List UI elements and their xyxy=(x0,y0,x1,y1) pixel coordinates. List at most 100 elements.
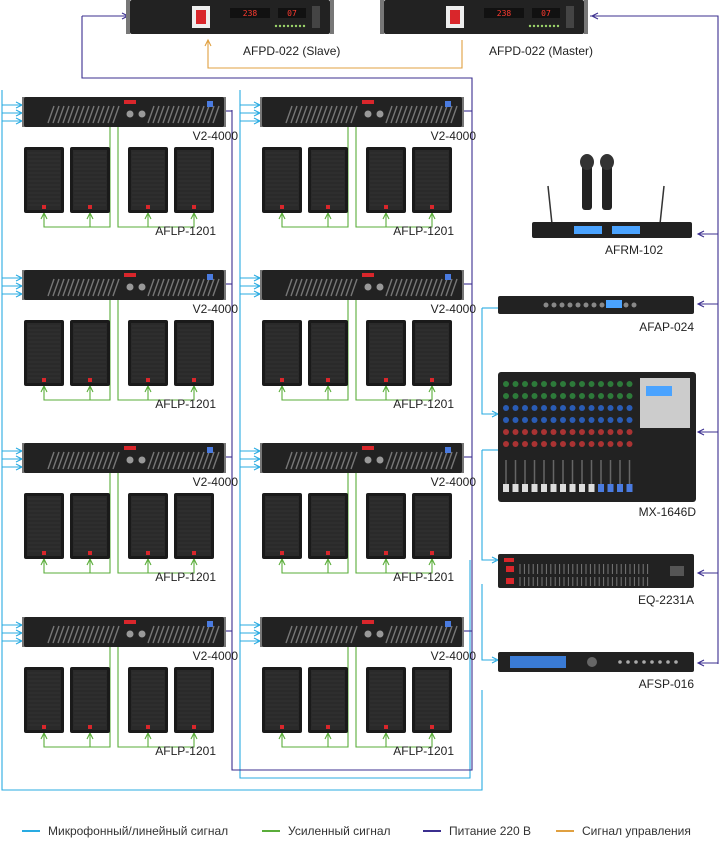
vent-slot xyxy=(425,451,433,470)
brand-logo xyxy=(124,620,136,624)
vent-slot xyxy=(330,105,338,124)
gain-knob-icon xyxy=(364,110,372,118)
vent-slot xyxy=(415,278,423,297)
vent-slot xyxy=(102,278,110,297)
vent-slot xyxy=(162,451,170,470)
speaker-7-2 xyxy=(70,667,110,733)
display-b xyxy=(278,8,306,18)
amplifier-4 xyxy=(260,270,464,300)
vent-slot xyxy=(285,451,293,470)
amplified-wire xyxy=(117,647,195,748)
amplifier-label: V2-4000 xyxy=(193,475,239,489)
equalizer xyxy=(498,554,694,588)
vent-slot xyxy=(212,278,220,297)
speaker-label: AFLP-1201 xyxy=(155,224,216,238)
vent-slot xyxy=(450,105,458,124)
channel-led xyxy=(290,24,294,28)
amplified-wire xyxy=(355,300,433,401)
vent-slot xyxy=(390,625,398,644)
vent-slot xyxy=(435,105,443,124)
vent-slot xyxy=(177,278,185,297)
mixer-knob-icon xyxy=(617,405,623,411)
eq-power-switch xyxy=(670,566,684,576)
vent-slot xyxy=(197,278,205,297)
vent-slot xyxy=(410,451,418,470)
speaker-logo xyxy=(430,378,434,382)
vent-slot xyxy=(350,105,358,124)
speaker-logo xyxy=(326,551,330,555)
preamp-knob-icon xyxy=(543,302,549,308)
vent-slot xyxy=(405,105,413,124)
vent-slot xyxy=(430,105,438,124)
speaker-logo xyxy=(192,378,196,382)
power-button-icon xyxy=(445,447,451,453)
vent-slot xyxy=(295,105,303,124)
arrow xyxy=(696,300,705,308)
mixer-knob-icon xyxy=(607,381,614,387)
preamp-knob-icon xyxy=(559,302,565,308)
mixer-knob-icon xyxy=(541,441,547,447)
vent-slot xyxy=(47,278,55,297)
processor-led xyxy=(666,660,670,664)
vent-slot xyxy=(112,451,120,470)
fader-cap xyxy=(607,484,614,492)
speaker-grille xyxy=(415,496,449,556)
vent-slot xyxy=(202,278,210,297)
mixer-knob-icon xyxy=(569,441,576,447)
vent-slot xyxy=(325,625,333,644)
preamp-knob-icon xyxy=(551,302,557,308)
preamp-display xyxy=(606,300,622,308)
speaker-grille xyxy=(177,150,211,210)
vent-slot xyxy=(97,105,105,124)
channel-led xyxy=(278,24,282,28)
vent-slot xyxy=(157,278,165,297)
brand-logo xyxy=(362,273,374,277)
vent-slot xyxy=(87,278,95,297)
speaker-grille xyxy=(177,323,211,383)
vent-slot xyxy=(385,278,393,297)
vent-slot xyxy=(207,625,215,644)
vent-slot xyxy=(320,451,328,470)
speaker-4-1 xyxy=(262,320,302,386)
amplifier-2 xyxy=(260,97,464,127)
mixer-knob-icon xyxy=(617,429,623,435)
vent-slot xyxy=(420,451,428,470)
gain-knob-icon xyxy=(126,456,134,464)
vent-slot xyxy=(395,625,403,644)
mixer-display xyxy=(646,386,672,396)
fader-cap xyxy=(579,484,585,492)
preamp-knob-icon xyxy=(623,302,629,308)
mixer-knob-icon xyxy=(617,393,623,399)
vent-slot xyxy=(295,451,303,470)
vent-slot xyxy=(212,451,220,470)
control-arrow xyxy=(204,38,212,47)
vent-slot xyxy=(182,451,190,470)
gain-knob-icon xyxy=(376,456,384,464)
vent-slot xyxy=(330,451,338,470)
amplified-wire xyxy=(355,473,433,574)
mixer-knob-icon xyxy=(626,381,633,387)
vent-slot xyxy=(450,451,458,470)
speaker-grille xyxy=(415,670,449,730)
vent-slot xyxy=(415,451,423,470)
speaker-1-2 xyxy=(70,147,110,213)
vent-slot xyxy=(77,278,85,297)
mixer-knob-icon xyxy=(607,417,614,423)
legend-label-control: Сигнал управления xyxy=(582,824,691,838)
mixer-knob-icon xyxy=(579,381,585,387)
speaker-grille xyxy=(73,323,107,383)
vent-slot xyxy=(315,105,323,124)
vent-slot xyxy=(72,625,80,644)
vent-slot xyxy=(157,451,165,470)
legend-swatch-control xyxy=(556,830,574,832)
legend-swatch-mic-line xyxy=(22,830,40,832)
mixer-knob-icon xyxy=(550,441,557,447)
preamp-knob-icon xyxy=(583,302,589,308)
wires-layer xyxy=(1,12,719,791)
speaker-logo xyxy=(280,725,284,729)
vent-slot xyxy=(445,625,453,644)
speaker-2-4 xyxy=(412,147,452,213)
vent-slot xyxy=(82,625,90,644)
vent-slot xyxy=(410,278,418,297)
